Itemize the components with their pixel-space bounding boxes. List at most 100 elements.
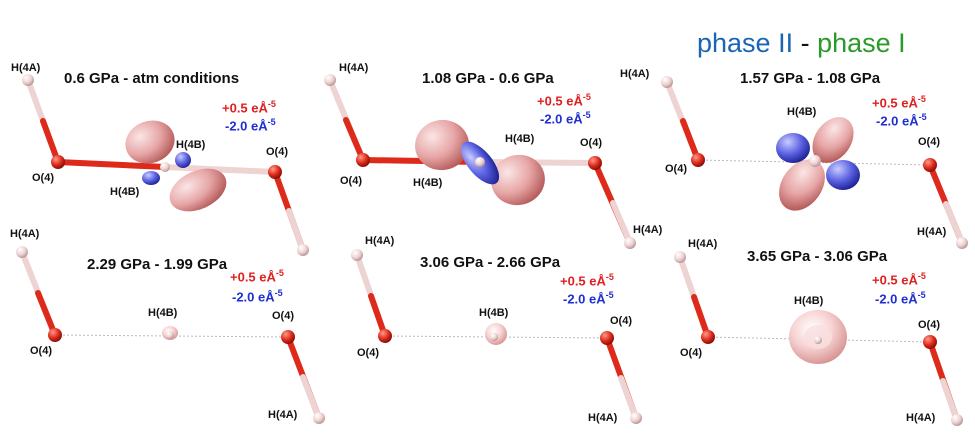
isosurface-positive-label: +0.5 eÅ-5 <box>230 268 284 285</box>
density-negative-lobe <box>142 171 160 185</box>
atom-label-h4a: H(4A) <box>917 226 947 238</box>
o-h-bond <box>300 374 322 421</box>
density-negative-lobe <box>175 152 191 168</box>
legend-phase-i: phase I <box>817 28 906 58</box>
oxygen-atom <box>48 328 62 342</box>
hydrogen-atom <box>814 336 822 344</box>
atom-label-o4: O(4) <box>340 175 362 187</box>
panel-title: 1.08 GPa - 0.6 GPa <box>422 70 554 87</box>
atom-label-h4b: H(4B) <box>794 295 824 307</box>
hydrogen-atom <box>630 412 642 424</box>
atom-label-h4a: H(4A) <box>620 68 650 80</box>
atom-label-h4a: H(4A) <box>688 238 718 250</box>
isosurface-positive-label: +0.5 eÅ-5 <box>872 271 926 288</box>
o-h-bond <box>368 293 388 339</box>
hydrogen-atom <box>624 237 636 249</box>
panel-title: 3.65 GPa - 3.06 GPa <box>747 248 888 265</box>
density-positive-lobe <box>779 159 825 211</box>
atom-label-o4: O(4) <box>266 146 288 158</box>
o-h-bond <box>943 201 965 246</box>
atom-label-o4: O(4) <box>357 347 379 359</box>
atom-label-o4: O(4) <box>918 319 940 331</box>
atom-label-o4: O(4) <box>610 315 632 327</box>
panel-2-structure <box>324 74 636 249</box>
isosurface-positive-label: +0.5 eÅ-5 <box>222 99 276 116</box>
hydrogen-atom <box>324 74 336 86</box>
legend-separator: - <box>800 28 810 58</box>
atom-label-h4b: H(4B) <box>505 133 535 145</box>
atom-label-o4: O(4) <box>665 163 687 175</box>
atom-label-h4b: H(4B) <box>176 139 206 151</box>
atom-label-h4a: H(4A) <box>906 412 936 424</box>
panel-title: 2.29 GPa - 1.99 GPa <box>87 256 228 273</box>
o-h-bond <box>940 378 960 423</box>
oxygen-atom <box>923 158 937 172</box>
o-h-bond <box>610 200 633 246</box>
atom-label-h4a: H(4A) <box>11 62 41 74</box>
isosurface-positive-label: +0.5 eÅ-5 <box>872 94 926 111</box>
hydrogen-atom <box>674 251 686 263</box>
atom-label-o4: O(4) <box>32 172 54 184</box>
oxygen-atom <box>923 335 937 349</box>
isosurface-negative-label: -2.0 eÅ-5 <box>563 290 614 307</box>
atom-label-h4b: H(4B) <box>413 177 443 189</box>
legend-phase-ii: phase II <box>697 28 794 58</box>
o-h-bond <box>691 294 711 340</box>
hydrogen-bond <box>707 336 931 343</box>
isosurface-negative-label: -2.0 eÅ-5 <box>232 288 283 305</box>
atom-label-h4b: H(4B) <box>110 186 140 198</box>
hydrogen-atom <box>166 331 174 339</box>
hydrogen-atom <box>951 414 963 426</box>
oxygen-atom <box>378 329 392 343</box>
hydrogen-atom <box>351 249 363 261</box>
oxygen-atom <box>701 330 715 344</box>
density-positive-lobe <box>169 168 227 212</box>
atom-label-o4: O(4) <box>580 137 602 149</box>
panel-title: 1.57 GPa - 1.08 GPa <box>740 70 881 87</box>
isosurface-negative-label: -2.0 eÅ-5 <box>875 290 926 307</box>
atom-label-h4a: H(4A) <box>339 62 369 74</box>
hydrogen-bond <box>384 335 608 339</box>
phase-legend: phase II - phase I <box>697 28 906 59</box>
oxygen-atom <box>691 153 705 167</box>
density-negative-lobe <box>776 133 810 163</box>
oxygen-atom <box>51 155 65 169</box>
atom-label-h4a: H(4A) <box>633 224 663 236</box>
atom-label-o4: O(4) <box>30 345 52 357</box>
density-negative-lobe <box>826 160 860 190</box>
hydrogen-atom <box>16 246 28 258</box>
density-positive-lobe <box>415 119 469 171</box>
atom-label-o4: O(4) <box>272 310 294 322</box>
panel-title: 0.6 GPa - atm conditions <box>64 70 240 87</box>
isosurface-positive-label: +0.5 eÅ-5 <box>537 92 591 109</box>
o-h-bond <box>286 208 306 253</box>
o-h-bond <box>618 375 639 421</box>
o-h-bond <box>55 159 168 170</box>
atom-label-h4b: H(4B) <box>148 307 178 319</box>
atom-label-o4: O(4) <box>680 347 702 359</box>
hydrogen-atom <box>160 162 170 172</box>
hydrogen-atom <box>297 244 309 256</box>
atom-label-h4b: H(4B) <box>479 307 509 319</box>
isosurface-positive-label: +0.5 eÅ-5 <box>560 272 614 289</box>
density-positive-lobe <box>125 120 175 164</box>
isosurface-negative-label: -2.0 eÅ-5 <box>876 112 927 129</box>
hydrogen-atom <box>475 157 485 167</box>
atom-label-o4: O(4) <box>918 136 940 148</box>
hydrogen-atom <box>661 76 673 88</box>
atom-label-h4b: H(4B) <box>787 106 817 118</box>
panel-4-structure <box>16 246 325 424</box>
atom-label-h4a: H(4A) <box>10 228 40 240</box>
oxygen-atom <box>600 331 614 345</box>
hydrogen-atom <box>809 155 821 167</box>
panel-1-structure <box>22 74 309 256</box>
oxygen-atom <box>588 156 602 170</box>
oxygen-atom <box>268 165 282 179</box>
isosurface-negative-label: -2.0 eÅ-5 <box>540 110 591 127</box>
hydrogen-atom <box>956 237 968 249</box>
oxygen-atom <box>356 153 370 167</box>
hydrogen-atom <box>22 74 34 86</box>
o-h-bond <box>40 118 61 165</box>
